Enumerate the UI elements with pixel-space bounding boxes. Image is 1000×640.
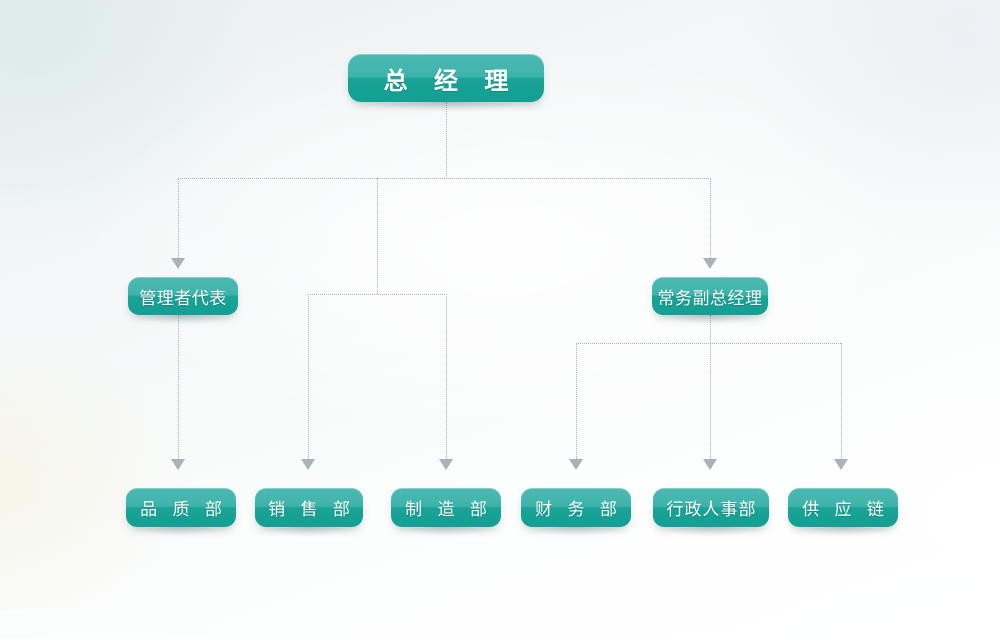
arrowhead-management-representative bbox=[171, 258, 185, 269]
connector-to-deputy-general-manager bbox=[710, 178, 711, 258]
node-finance-department[interactable]: 财 务 部 bbox=[521, 488, 631, 536]
node-label-finance-department: 财 务 部 bbox=[535, 500, 622, 520]
node-label-general-manager: 总 经 理 bbox=[383, 66, 518, 95]
arrowhead-sales-department bbox=[301, 459, 315, 470]
connector-root-stem bbox=[446, 102, 447, 178]
node-manufacturing-department[interactable]: 制 造 部 bbox=[391, 488, 501, 536]
background-tint-top-right bbox=[740, 0, 1000, 250]
node-management-representative[interactable]: 管理者代表 bbox=[128, 277, 238, 324]
connector-middle-branch-bus bbox=[308, 294, 447, 295]
connector-deputy-branch-stem bbox=[710, 315, 711, 343]
arrowhead-finance-department bbox=[569, 459, 583, 470]
node-supply-chain[interactable]: 供 应 链 bbox=[788, 488, 898, 536]
connector-to-sales-department bbox=[308, 294, 309, 459]
arrowhead-quality-department bbox=[171, 459, 185, 470]
node-administration-hr-department[interactable]: 行政人事部 bbox=[653, 488, 769, 536]
background-tint-bottom-left bbox=[0, 330, 190, 610]
connector-to-manufacturing-department bbox=[446, 294, 447, 459]
node-executive-deputy-general-manager[interactable]: 常务副总经理 bbox=[652, 277, 768, 324]
connector-main-bus bbox=[178, 178, 711, 179]
connector-deputy-branch-bus bbox=[576, 343, 841, 344]
connector-middle-branch-stem bbox=[377, 178, 378, 294]
node-label-administration-hr-department: 行政人事部 bbox=[666, 500, 757, 520]
node-label-quality-department: 品 质 部 bbox=[140, 500, 227, 520]
node-label-executive-deputy-general-manager: 常务副总经理 bbox=[657, 288, 763, 309]
arrowhead-hr-department bbox=[703, 459, 717, 470]
connector-to-management-representative bbox=[178, 178, 179, 258]
node-label-manufacturing-department: 制 造 部 bbox=[405, 500, 492, 520]
arrowhead-manufacturing-department bbox=[439, 459, 453, 470]
connector-to-hr-department bbox=[710, 343, 711, 459]
node-label-sales-department: 销 售 部 bbox=[268, 500, 355, 520]
background-tint-top-left bbox=[0, 0, 260, 240]
arrowhead-deputy-general-manager bbox=[703, 258, 717, 269]
node-label-management-representative: 管理者代表 bbox=[139, 288, 227, 309]
node-general-manager[interactable]: 总 经 理 bbox=[348, 54, 544, 111]
node-label-supply-chain: 供 应 链 bbox=[802, 500, 889, 520]
node-quality-department[interactable]: 品 质 部 bbox=[126, 488, 236, 536]
node-sales-department[interactable]: 销 售 部 bbox=[255, 488, 363, 536]
arrowhead-supply-chain bbox=[834, 459, 848, 470]
connector-to-supply-chain bbox=[841, 343, 842, 459]
connector-to-finance-department bbox=[576, 343, 577, 459]
connector-to-quality-department bbox=[178, 315, 179, 459]
